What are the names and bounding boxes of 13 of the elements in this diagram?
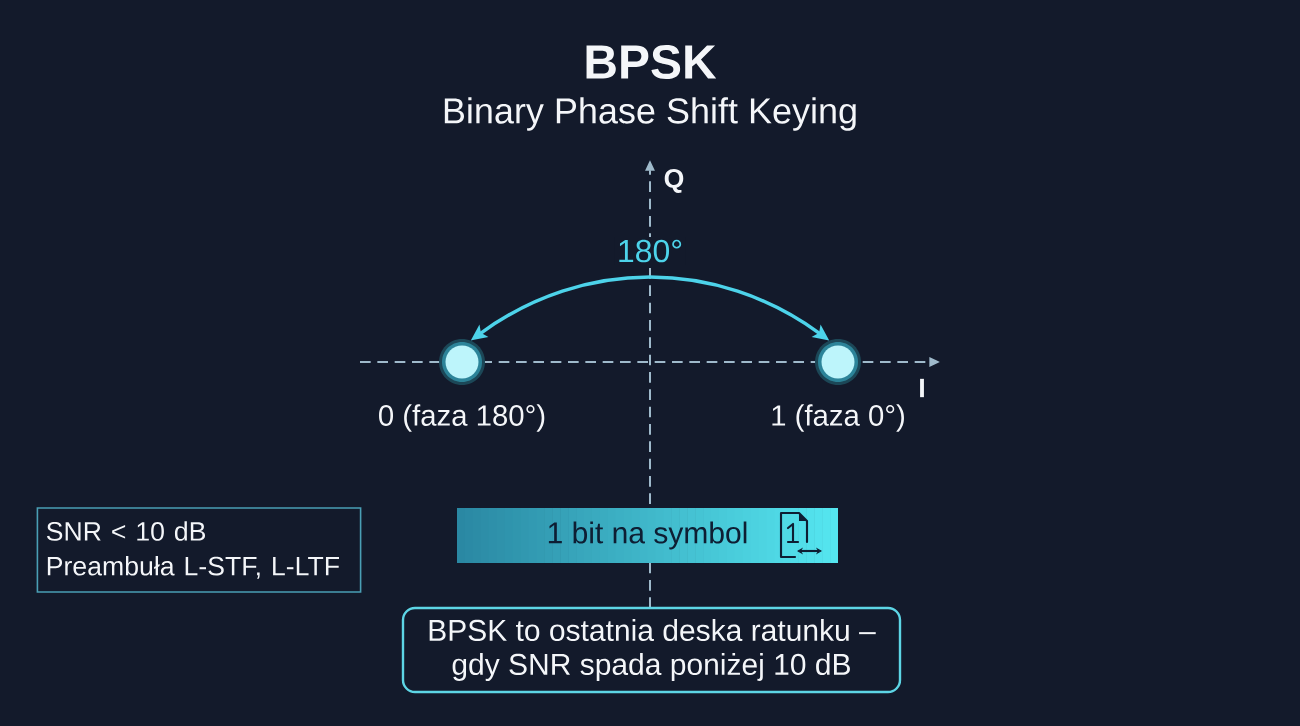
axis-label: I [920,378,924,398]
point-label: 1 (faza 0°) [772,404,904,432]
constellation-point [815,339,861,385]
edge-label: 180° [614,237,686,265]
node-label: 1 bit na symbol [548,521,747,550]
title: BPSK [586,45,717,79]
point-label: 0 (faza 180°) [379,404,545,432]
banner-bar: 1 bit na symbol [457,508,838,563]
callout-box: BPSK to ostatnia deska ratunku – gdy SNR spada poniżej 10 dB [401,606,902,694]
subtitle: Binary Phase Shift Keying [444,97,856,131]
axis-label: Q [664,169,684,193]
info-box: SNR < 10 dB Preambuła L-STF, L-LTF [36,507,362,593]
constellation-point [439,339,485,385]
